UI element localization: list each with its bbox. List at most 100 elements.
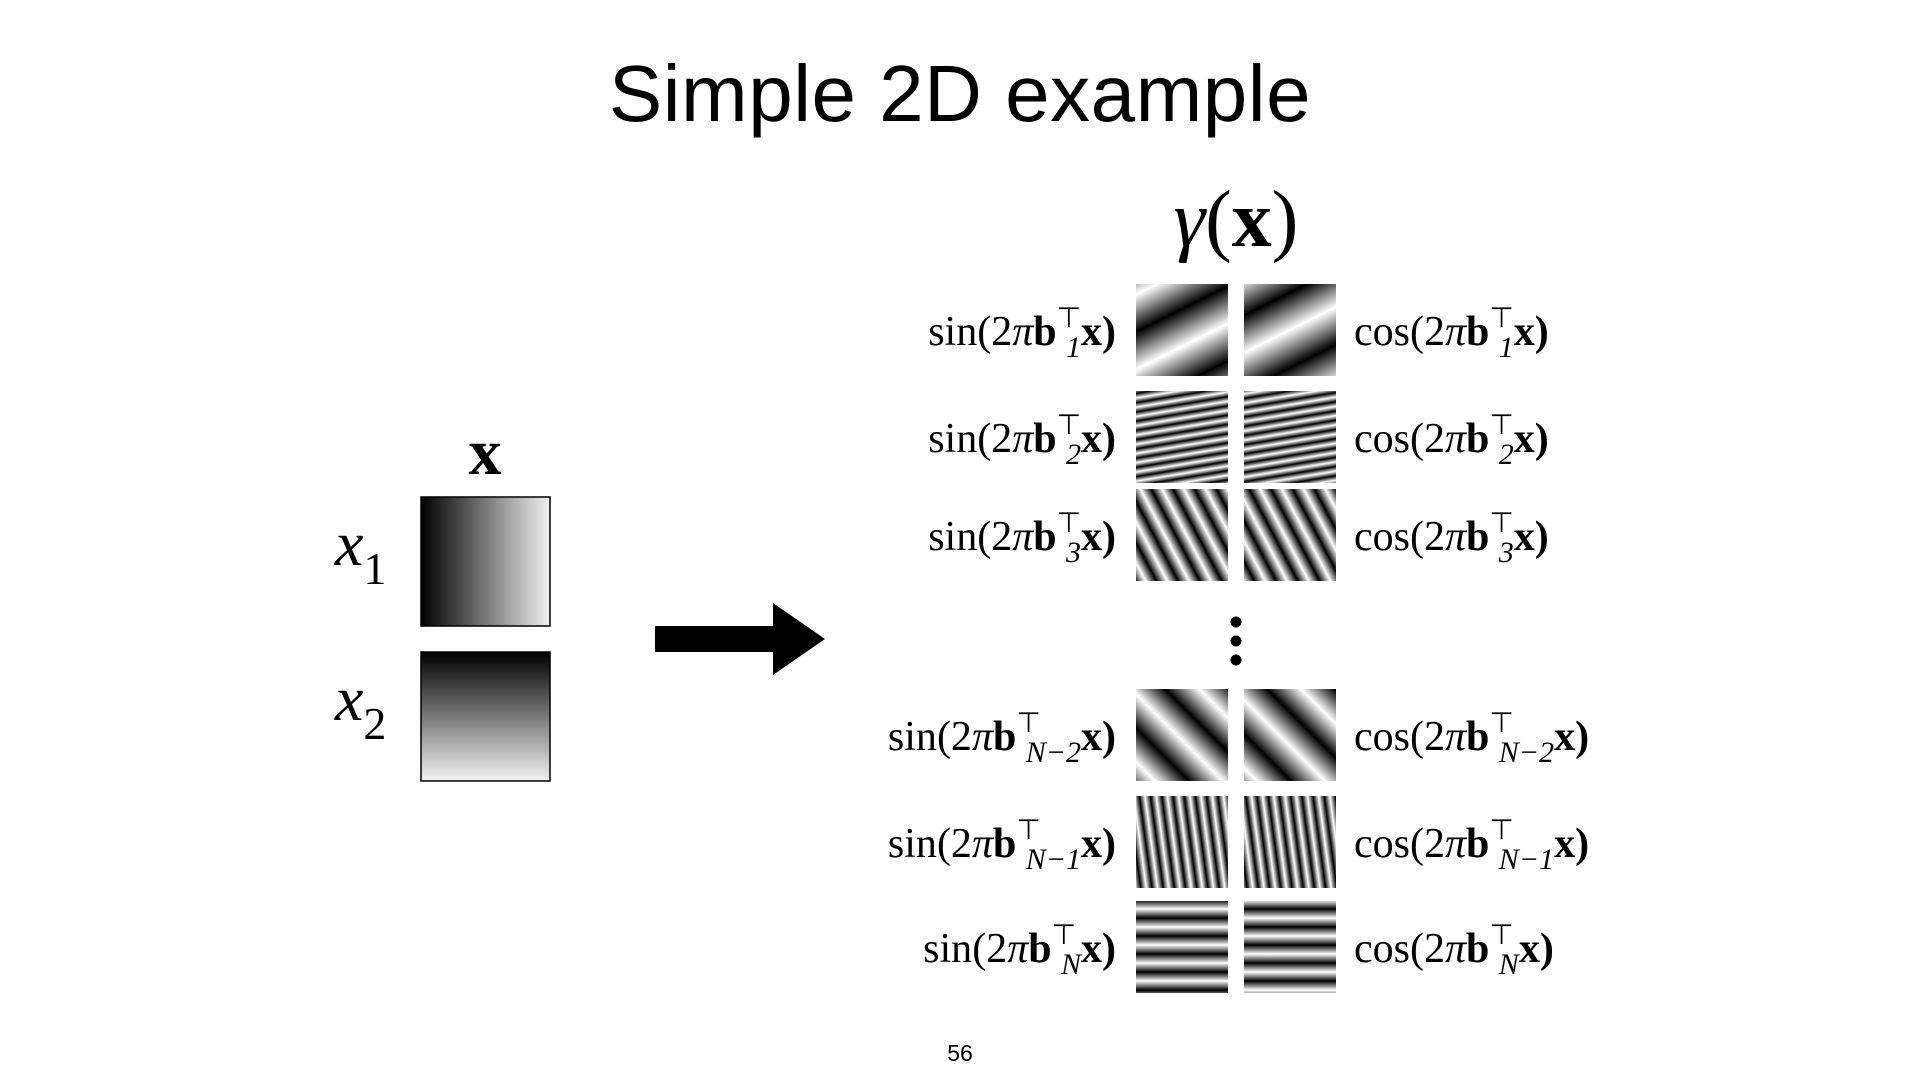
cos-fn-3: cos xyxy=(1354,514,1410,560)
sin-sub-1: 1 xyxy=(1066,331,1081,364)
sin-b-1: b xyxy=(1033,309,1056,355)
sin-label-5: sin(2πb⊤N−1x) xyxy=(888,813,1116,876)
cos-post-6: x) xyxy=(1519,926,1554,972)
cos-fn-5: cos xyxy=(1354,821,1410,867)
cos-pre-1: (2 xyxy=(1410,309,1445,355)
sin-sub-6: N xyxy=(1060,948,1083,981)
cos-pre-2: (2 xyxy=(1410,416,1445,462)
page-number: 56 xyxy=(947,1040,973,1066)
sin-pre-5: (2 xyxy=(937,821,972,867)
sin-label-4: sin(2πb⊤N−2x) xyxy=(888,706,1116,769)
cos-pattern-3 xyxy=(1244,489,1336,581)
sin-post-5: x) xyxy=(1081,821,1116,867)
sin-fn-4: sin xyxy=(888,714,937,760)
sin-pattern-4 xyxy=(1136,689,1228,781)
sin-fn-2: sin xyxy=(928,416,977,462)
sin-pre-4: (2 xyxy=(937,714,972,760)
feature-row-4: sin(2πb⊤N−2x)cos(2πb⊤N−2x) xyxy=(888,689,1589,781)
cos-sup-5: ⊤ xyxy=(1489,813,1513,846)
cos-b-6: b xyxy=(1466,926,1489,972)
cos-b-3: b xyxy=(1466,514,1489,560)
sin-fn-6: sin xyxy=(923,926,972,972)
slide-title: Simple 2D example xyxy=(608,49,1312,138)
sin-b-2: b xyxy=(1033,416,1056,462)
cos-pattern-6 xyxy=(1244,901,1336,993)
component-1-gradient-square xyxy=(420,496,551,627)
sin-pattern-5 xyxy=(1136,796,1228,888)
cos-label-1: cos(2πb⊤1x) xyxy=(1354,301,1549,364)
sin-pi-2: π xyxy=(1012,416,1034,462)
cos-b-2: b xyxy=(1466,416,1489,462)
cos-pi-6: π xyxy=(1445,926,1467,972)
cos-b-5: b xyxy=(1466,821,1489,867)
cos-fn-1: cos xyxy=(1354,309,1410,355)
component-2-label: x2 xyxy=(334,663,386,749)
cos-label-2: cos(2πb⊤2x) xyxy=(1354,408,1549,471)
cos-post-4: x) xyxy=(1554,714,1589,760)
cos-pre-4: (2 xyxy=(1410,714,1445,760)
cos-sub-3: 3 xyxy=(1498,536,1514,569)
input-vector-label: x xyxy=(469,416,502,489)
sin-pattern-6 xyxy=(1136,901,1228,993)
cos-pre-3: (2 xyxy=(1410,514,1445,560)
sin-b-4: b xyxy=(993,714,1016,760)
sin-pi-1: π xyxy=(1012,309,1034,355)
cos-pi-4: π xyxy=(1445,714,1467,760)
sin-sub-5: N−1 xyxy=(1025,843,1081,876)
input-component-2: x2 xyxy=(334,651,551,782)
cos-fn-6: cos xyxy=(1354,926,1410,972)
sin-pi-4: π xyxy=(972,714,994,760)
sin-sub-4: N−2 xyxy=(1025,736,1081,769)
vertical-ellipsis-icon xyxy=(1230,616,1242,666)
cos-sub-4: N−2 xyxy=(1498,736,1554,769)
sin-post-1: x) xyxy=(1081,309,1116,355)
sin-sup-4: ⊤ xyxy=(1016,706,1040,739)
cos-pre-5: (2 xyxy=(1410,821,1445,867)
encoding-arg: x xyxy=(1232,176,1272,264)
component-2-sub: 2 xyxy=(363,698,386,749)
sin-sup-6: ⊤ xyxy=(1052,918,1076,951)
sin-sup-5: ⊤ xyxy=(1016,813,1040,846)
component-2-gradient-square xyxy=(420,651,551,782)
cos-sub-2: 2 xyxy=(1499,438,1514,471)
feature-row-3: sin(2πb⊤3x)cos(2πb⊤3x) xyxy=(928,489,1549,581)
sin-post-2: x) xyxy=(1081,416,1116,462)
sin-sup-2: ⊤ xyxy=(1057,408,1081,441)
cos-sup-3: ⊤ xyxy=(1489,506,1513,539)
cos-b-4: b xyxy=(1466,714,1489,760)
sin-label-3: sin(2πb⊤3x) xyxy=(928,506,1116,569)
cos-sub-5: N−1 xyxy=(1498,843,1554,876)
sin-sup-1: ⊤ xyxy=(1057,301,1081,334)
feature-row-5: sin(2πb⊤N−1x)cos(2πb⊤N−1x) xyxy=(888,796,1589,888)
sin-b-3: b xyxy=(1033,514,1056,560)
encoding-heading: γ(x) xyxy=(1174,176,1299,264)
sin-label-2: sin(2πb⊤2x) xyxy=(928,408,1116,471)
component-1-base: x xyxy=(334,508,363,579)
cos-pattern-2 xyxy=(1244,391,1336,483)
sin-post-4: x) xyxy=(1081,714,1116,760)
cos-fn-2: cos xyxy=(1354,416,1410,462)
sin-sub-3: 3 xyxy=(1065,536,1081,569)
feature-row-6: sin(2πb⊤Nx)cos(2πb⊤Nx) xyxy=(923,901,1554,993)
cos-label-4: cos(2πb⊤N−2x) xyxy=(1354,706,1589,769)
sin-b-5: b xyxy=(993,821,1016,867)
component-1-label: x1 xyxy=(334,508,386,594)
sin-sup-3: ⊤ xyxy=(1057,506,1081,539)
cos-label-5: cos(2πb⊤N−1x) xyxy=(1354,813,1589,876)
sin-pre-2: (2 xyxy=(977,416,1012,462)
sin-pre-3: (2 xyxy=(977,514,1012,560)
gamma-symbol: γ xyxy=(1174,176,1208,264)
sin-fn-1: sin xyxy=(928,309,977,355)
sin-pi-5: π xyxy=(972,821,994,867)
cos-sup-6: ⊤ xyxy=(1489,918,1513,951)
feature-row-1: sin(2πb⊤1x)cos(2πb⊤1x) xyxy=(928,284,1549,376)
sin-sub-2: 2 xyxy=(1066,438,1081,471)
cos-pi-2: π xyxy=(1445,416,1467,462)
component-2-base: x xyxy=(334,663,363,734)
cos-sub-1: 1 xyxy=(1499,331,1514,364)
sin-label-1: sin(2πb⊤1x) xyxy=(928,301,1116,364)
sin-label-6: sin(2πb⊤Nx) xyxy=(923,918,1116,981)
feature-rows: sin(2πb⊤1x)cos(2πb⊤1x)sin(2πb⊤2x)cos(2πb… xyxy=(888,284,1589,993)
cos-pi-1: π xyxy=(1445,309,1467,355)
